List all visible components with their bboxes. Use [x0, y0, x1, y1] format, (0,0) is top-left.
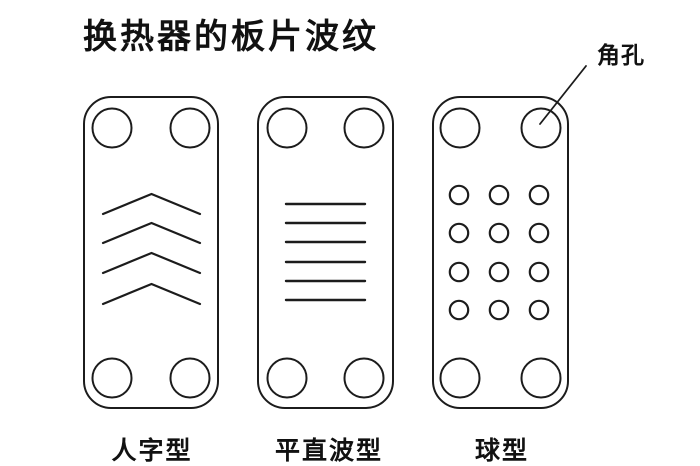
corner-hole-circle	[343, 357, 385, 399]
corner-hole-circle	[169, 107, 211, 149]
corner-hole-circle	[439, 357, 481, 399]
dot-circle	[488, 299, 510, 321]
plate-outline-herringbone	[83, 96, 219, 409]
corner-hole-circle	[520, 357, 562, 399]
plate-outline-straight-wave	[257, 96, 394, 409]
page-title: 换热器的板片波纹	[83, 17, 379, 57]
dot-circle	[488, 184, 510, 206]
corner-hole-circle	[520, 107, 562, 149]
plate-outline-ball	[432, 96, 569, 409]
dot-circle	[488, 261, 510, 283]
corner-hole-label: 角孔	[597, 43, 645, 69]
chevron-line	[101, 192, 202, 216]
dot-circle	[488, 222, 510, 244]
annotation-pointer-line	[539, 65, 587, 125]
plate-label-straight-wave: 平直波型	[274, 436, 384, 465]
corner-hole-circle	[266, 357, 308, 399]
corner-hole-circle	[266, 107, 308, 149]
dot-circle	[448, 299, 470, 321]
chevron-line	[101, 282, 202, 306]
chevron-line	[101, 251, 202, 275]
corner-hole-circle	[343, 107, 385, 149]
dot-circle	[448, 261, 470, 283]
corner-hole-circle	[91, 107, 133, 149]
dot-circle	[528, 222, 550, 244]
dot-circle	[528, 299, 550, 321]
dot-circle	[528, 184, 550, 206]
plate-label-ball: 球型	[474, 436, 530, 465]
dot-circle	[528, 261, 550, 283]
dot-circle	[448, 222, 470, 244]
chevron-line	[101, 221, 202, 245]
plate-label-herringbone: 人字型	[111, 436, 193, 465]
corner-hole-circle	[439, 107, 481, 149]
corner-hole-circle	[169, 357, 211, 399]
corner-hole-circle	[91, 357, 133, 399]
dot-circle	[448, 184, 470, 206]
